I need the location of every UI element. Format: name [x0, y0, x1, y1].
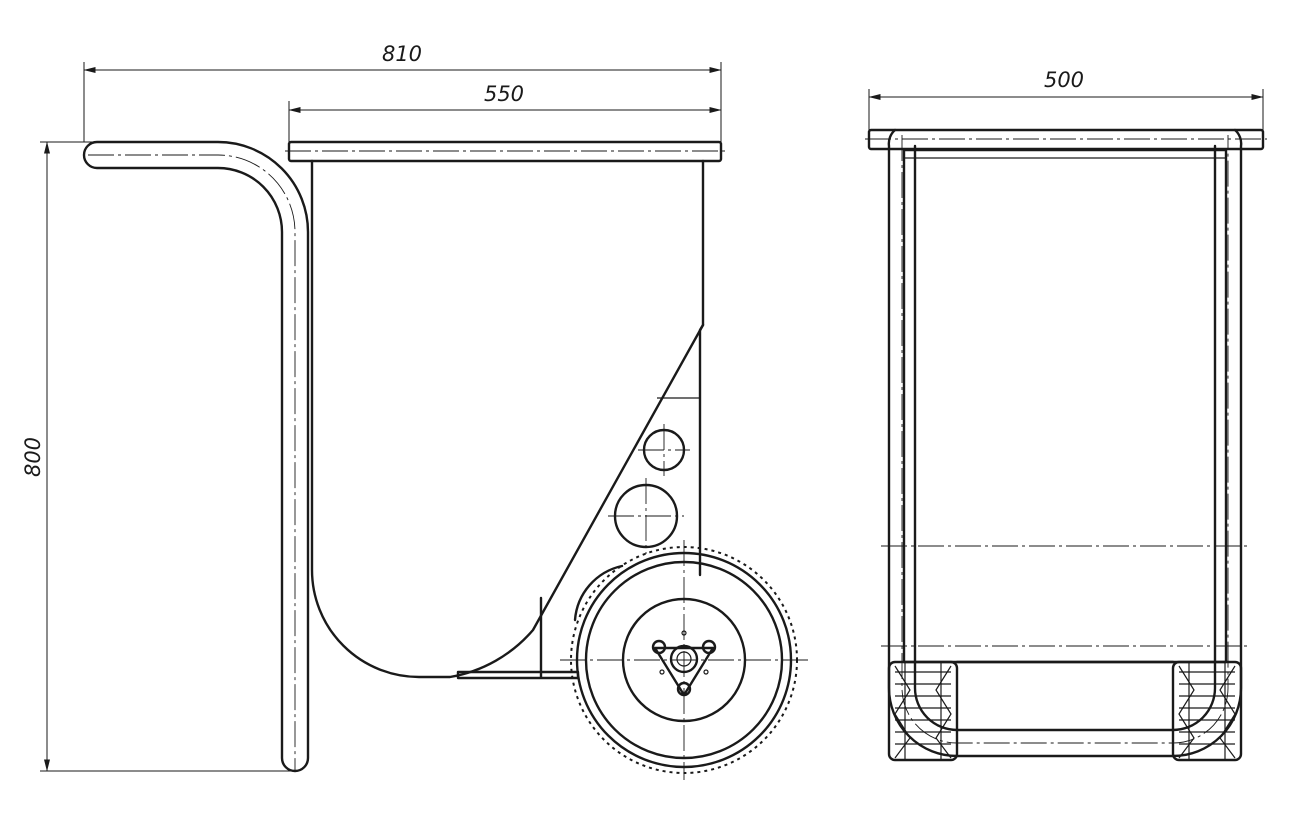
bin-body	[310, 159, 705, 679]
rear-wheel	[573, 564, 624, 622]
dimension-500: 500	[868, 68, 1264, 130]
dimension-550-label: 550	[484, 82, 524, 106]
top-rim	[285, 140, 725, 163]
front-wheel-left	[887, 660, 959, 762]
wheel-bracket	[456, 323, 705, 680]
front-top-rim	[865, 128, 1267, 151]
dimension-810-label: 810	[382, 42, 422, 66]
front-wheel-right	[1171, 660, 1243, 762]
side-view	[82, 140, 808, 780]
dimension-550: 550	[288, 82, 722, 142]
front-view	[865, 128, 1267, 762]
dimension-800: 800	[21, 141, 295, 772]
wheel	[560, 540, 808, 780]
dimension-800-label: 800	[21, 437, 45, 477]
hub-flange	[653, 646, 715, 697]
dimension-810: 810	[83, 42, 722, 142]
dimension-500-label: 500	[1044, 68, 1084, 92]
front-bin-body	[902, 148, 1228, 664]
handle-tube	[82, 140, 310, 773]
